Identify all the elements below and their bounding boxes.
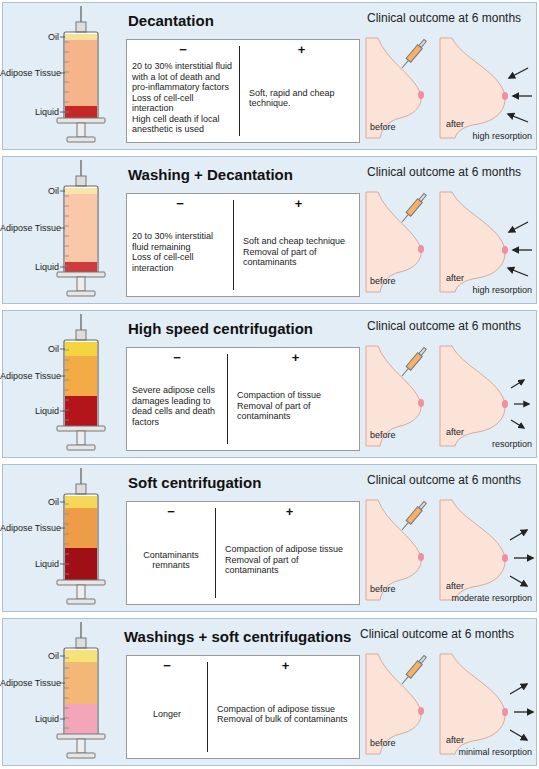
outcome-heading: Clinical outcome at 6 months — [367, 473, 521, 487]
resorption-label: minimal resorption — [420, 747, 532, 758]
point-text: 20 to 30% interstitial fluid with a lot … — [132, 61, 234, 93]
point-text: Compaction of adipose tissue — [225, 544, 354, 555]
layer-label: Oil — [0, 651, 59, 662]
layer-label: Liquid — [0, 107, 59, 118]
text-column: +Compaction of adipose tissueRemoval of … — [215, 502, 359, 604]
layer-label: Oil — [0, 497, 59, 508]
column-sign: − — [132, 197, 228, 211]
text-column: + Soft, rapid and cheap technique. — [239, 40, 359, 142]
point-text: Contaminants remnants — [132, 550, 210, 571]
point-text: Severe adipose cells damages leading to … — [132, 385, 222, 427]
column-sign: + — [243, 197, 354, 211]
column-body: Compaction of adipose tissueRemoval of p… — [225, 519, 354, 601]
column-sign: − — [132, 43, 234, 57]
point-text: Loss of cell-cell interaction — [132, 252, 228, 273]
stage-label: before — [370, 430, 396, 441]
column-body: Severe adipose cells damages leading to … — [132, 365, 222, 447]
text-column: − Contaminants remnants — [127, 502, 215, 604]
text-column: − Longer — [127, 656, 207, 758]
outcome-heading: Clinical outcome at 6 months — [367, 319, 521, 333]
outcome-heading: Clinical outcome at 6 months — [367, 11, 521, 25]
layer-label: Liquid — [0, 559, 59, 570]
text-column: +Compaction of adipose tissueRemoval of … — [207, 656, 359, 758]
column-body: 20 to 30% interstitial fluid with a lot … — [132, 57, 234, 139]
layer-label: Oil — [0, 186, 59, 197]
column-body: Soft, rapid and cheap technique. — [249, 57, 354, 139]
resorption-label: moderate resorption — [420, 593, 532, 604]
point-text: Removal of bulk of contaminants — [217, 714, 354, 725]
layer-label: Adipose Tissue — [0, 68, 59, 79]
column-sign: − — [132, 505, 210, 519]
stage-label: after — [446, 273, 464, 284]
panel-title: Washing + Decantation — [128, 166, 293, 183]
column-body: 20 to 30% interstitial fluid remainingLo… — [132, 211, 228, 293]
point-text: High cell death if local anesthetic is u… — [132, 114, 234, 135]
stage-label: before — [370, 738, 396, 749]
point-text: Compaction of adipose tissue — [217, 704, 354, 715]
text-column: − 20 to 30% interstitial fluid with a lot… — [127, 40, 239, 142]
pros-cons-box: −20 to 30% interstitial fluid remainingL… — [126, 193, 360, 297]
point-text: Removal of part of contaminants — [237, 401, 354, 422]
outcome-heading: Clinical outcome at 6 months — [367, 165, 521, 179]
panel-title: Washings + soft centrifugations — [124, 628, 351, 645]
stage-label: before — [370, 122, 396, 133]
panel-title: High speed centrifugation — [128, 320, 313, 337]
outcome-heading: Clinical outcome at 6 months — [360, 627, 514, 641]
column-sign: − — [132, 659, 202, 673]
stage-label: after — [446, 735, 464, 746]
layer-label: Adipose Tissue — [0, 523, 59, 534]
pros-cons-box: −Longer+Compaction of adipose tissueRemo… — [126, 655, 360, 759]
column-divider — [215, 508, 216, 598]
pros-cons-box: − 20 to 30% interstitial fluid with a lot… — [126, 39, 360, 143]
layer-label: Adipose Tissue — [0, 371, 59, 382]
column-sign: − — [132, 351, 222, 365]
column-body: Soft and cheap techniqueRemoval of part … — [243, 211, 354, 293]
point-text: Compaction of tissue — [237, 390, 354, 401]
stage-label: after — [446, 427, 464, 438]
text-column: − Severe adipose cells damages leading to… — [127, 348, 227, 450]
text-column: +Soft and cheap techniqueRemoval of part… — [233, 194, 359, 296]
stage-label: after — [446, 119, 464, 130]
stage-label: before — [370, 276, 396, 287]
layer-label: Liquid — [0, 262, 59, 273]
layer-label: Oil — [0, 32, 59, 43]
stage-label: after — [446, 581, 464, 592]
column-divider — [233, 200, 234, 290]
column-sign: + — [249, 43, 354, 57]
resorption-label: high resorption — [420, 285, 532, 296]
panel-title: Soft centrifugation — [128, 474, 261, 491]
resorption-label: resorption — [420, 439, 532, 450]
layer-label: Liquid — [0, 406, 59, 417]
point-text: Removal of part of contaminants — [225, 555, 354, 576]
layer-label: Liquid — [0, 714, 59, 725]
column-sign: + — [237, 351, 354, 365]
point-text: Removal of part of contaminants — [243, 247, 354, 268]
text-column: +Compaction of tissueRemoval of part of … — [227, 348, 359, 450]
pros-cons-box: − Severe adipose cells damages leading to… — [126, 347, 360, 451]
point-text: Longer — [132, 709, 202, 720]
column-body: Contaminants remnants — [132, 519, 210, 601]
point-text: Soft and cheap technique — [243, 236, 354, 247]
column-divider — [239, 46, 240, 136]
layer-label: Oil — [0, 344, 59, 355]
column-sign: + — [225, 505, 354, 519]
panel-title: Decantation — [128, 12, 214, 29]
layer-label: Adipose Tissue — [0, 223, 59, 234]
layer-label: Adipose Tissue — [0, 678, 59, 689]
point-text: Loss of cell-cell interaction — [132, 93, 234, 114]
column-body: Compaction of tissueRemoval of part of c… — [237, 365, 354, 447]
text-column: −20 to 30% interstitial fluid remainingL… — [127, 194, 233, 296]
stage-label: before — [370, 584, 396, 595]
resorption-label: high resorption — [420, 131, 532, 142]
pros-cons-box: −Contaminants remnants+Compaction of adi… — [126, 501, 360, 605]
point-text: Soft, rapid and cheap technique. — [249, 88, 354, 109]
column-divider — [227, 354, 228, 444]
column-body: Compaction of adipose tissueRemoval of b… — [217, 673, 354, 755]
point-text: 20 to 30% interstitial fluid remaining — [132, 231, 228, 252]
column-sign: + — [217, 659, 354, 673]
column-divider — [207, 662, 208, 752]
column-body: Longer — [132, 673, 202, 755]
